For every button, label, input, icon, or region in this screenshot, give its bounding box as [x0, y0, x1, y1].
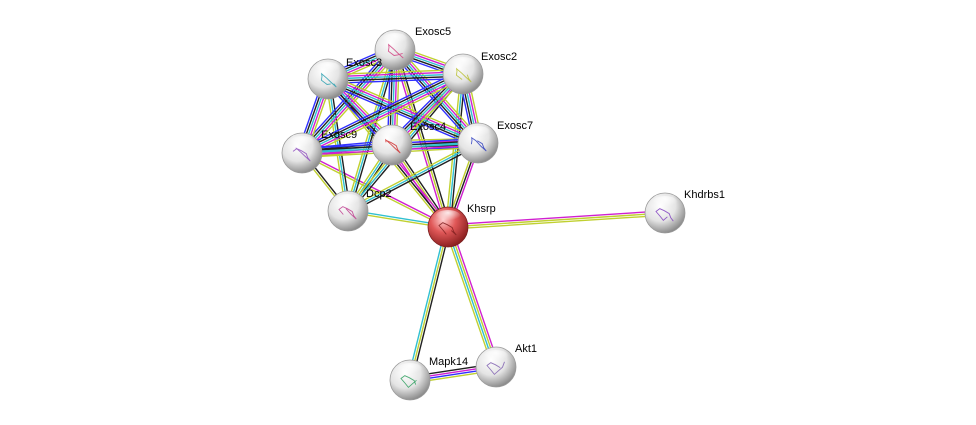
- edge-line-coexp: [299, 48, 394, 152]
- node-khsrp[interactable]: Khsrp: [427, 203, 496, 248]
- node-highlight: [397, 363, 423, 377]
- edge-line-text: [448, 214, 666, 230]
- node-label: Exosc4: [410, 121, 446, 133]
- structure-thumbnail-icon: [455, 67, 472, 83]
- edge-khsrp-exosc9[interactable]: [301, 151, 449, 229]
- structure-thumbnail-icon: [338, 206, 357, 220]
- edge-line-db: [407, 226, 447, 380]
- node-exosc9[interactable]: Exosc9: [281, 129, 357, 174]
- node-highlight: [382, 33, 408, 47]
- structure-thumbnail-icon: [486, 361, 505, 376]
- node-exosc7[interactable]: Exosc7: [457, 120, 533, 164]
- node-label: Khdrbs1: [684, 189, 725, 201]
- edge-line-coexp: [348, 144, 480, 214]
- edge-line-coexp: [411, 227, 451, 381]
- node-highlight: [335, 194, 361, 208]
- edge-exosc5-exosc9[interactable]: [298, 46, 399, 157]
- node-highlight: [289, 136, 315, 150]
- node-label: Dcp2: [366, 188, 392, 200]
- node-dcp2[interactable]: Dcp2: [327, 188, 392, 232]
- edge-line-text: [445, 73, 462, 227]
- node-label: Khsrp: [467, 203, 496, 215]
- node-khdrbs1[interactable]: Khdrbs1: [644, 189, 725, 234]
- edge-line-fusion: [299, 69, 462, 150]
- node-exosc4[interactable]: Exosc4: [371, 121, 446, 166]
- edge-line-exp: [328, 76, 480, 142]
- node-label: Exosc2: [481, 51, 517, 63]
- edge-line-text: [301, 153, 448, 229]
- edge-line-db: [447, 73, 464, 228]
- edge-line-exp: [327, 71, 463, 78]
- edge-line-db: [347, 142, 479, 212]
- node-exosc2[interactable]: Exosc2: [442, 51, 517, 95]
- node-label: Exosc5: [415, 26, 451, 38]
- structure-thumbnail-icon: [400, 375, 417, 389]
- edge-line-text: [409, 226, 449, 381]
- edge-khsrp-khdrbs1[interactable]: [447, 210, 666, 230]
- edge-line-text: [448, 226, 498, 367]
- node-highlight: [483, 350, 509, 364]
- edge-line-db: [301, 49, 396, 154]
- node-label: Exosc3: [346, 57, 382, 69]
- node-label: Mapk14: [429, 356, 468, 368]
- edge-line-text: [346, 140, 478, 210]
- edge-line-fusion: [328, 77, 464, 85]
- edge-line-text: [303, 77, 466, 158]
- edge-line-exp: [302, 75, 465, 156]
- node-mapk14[interactable]: Mapk14: [389, 356, 468, 401]
- edge-line-exp: [302, 151, 449, 227]
- edge-line-text: [394, 49, 449, 228]
- node-label: Akt1: [515, 343, 537, 355]
- structure-thumbnail-icon: [387, 43, 404, 59]
- node-label: Exosc7: [497, 120, 533, 132]
- node-highlight: [379, 128, 405, 142]
- edge-khsrp-mapk14[interactable]: [407, 226, 451, 381]
- edge-exosc3-exosc7[interactable]: [325, 74, 481, 148]
- edge-line-coexp: [392, 50, 477, 145]
- edge-line-fusion: [325, 82, 477, 148]
- edge-line-exp: [303, 51, 398, 155]
- edge-line-exp: [450, 225, 500, 367]
- edge-line-db: [327, 78, 479, 144]
- node-highlight: [465, 126, 491, 140]
- edge-dcp2-exosc7[interactable]: [346, 140, 480, 214]
- edge-line-db: [327, 73, 464, 80]
- node-label: Exosc9: [321, 129, 357, 141]
- edge-exosc3-exosc2[interactable]: [327, 68, 464, 85]
- node-exosc5[interactable]: Exosc5: [374, 26, 451, 71]
- edge-exosc2-exosc9[interactable]: [299, 69, 466, 158]
- edge-line-text: [444, 227, 494, 369]
- edge-line-text: [447, 212, 666, 228]
- edge-line-exp: [447, 210, 665, 226]
- edge-khsrp-akt1[interactable]: [444, 225, 500, 369]
- node-highlight: [450, 57, 476, 71]
- edge-line-db: [301, 73, 464, 154]
- edge-line-coexp: [326, 80, 478, 146]
- node-exosc3[interactable]: Exosc3: [307, 57, 382, 100]
- structure-thumbnail-icon: [438, 222, 457, 236]
- node-highlight: [435, 210, 461, 224]
- node-akt1[interactable]: Akt1: [475, 343, 537, 388]
- node-highlight: [652, 196, 678, 210]
- edge-line-coexp: [328, 75, 464, 82]
- edge-line-text: [327, 68, 463, 76]
- structure-thumbnail-icon: [470, 136, 487, 152]
- edge-line-db: [446, 227, 496, 368]
- edge-line-coexp: [300, 71, 463, 152]
- node-highlight: [315, 62, 341, 76]
